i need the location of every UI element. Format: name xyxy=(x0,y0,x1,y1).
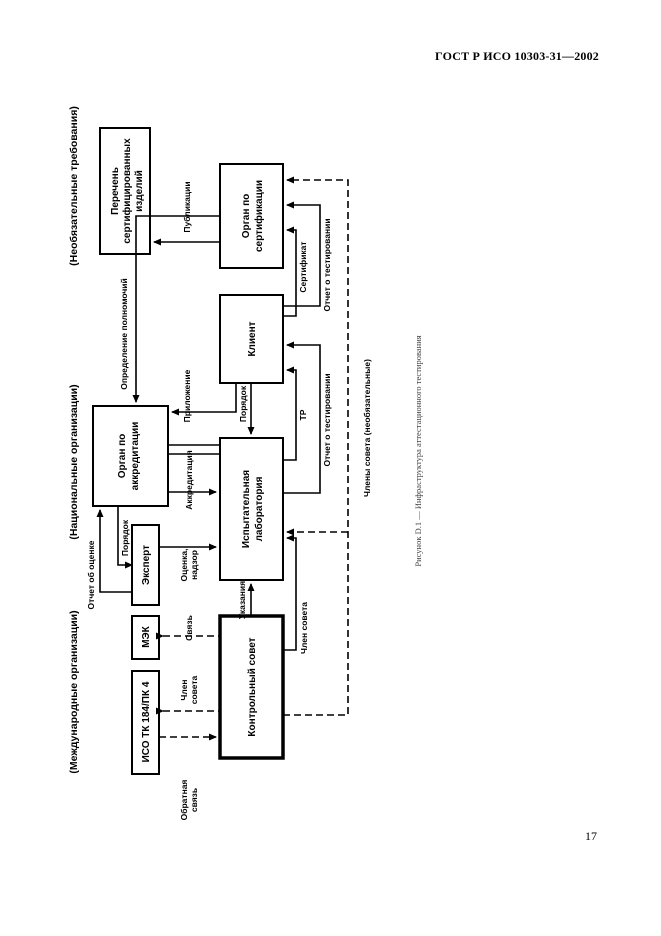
delegation-label: Определение полномочий xyxy=(119,278,129,390)
control-council-box xyxy=(218,614,285,760)
products-list-label-1: Перечень xyxy=(110,167,121,215)
test-report-1-label: Отчет о тестировании xyxy=(322,373,332,466)
council-member-arrow xyxy=(283,534,297,651)
certification-body-label-2: сертификации xyxy=(253,180,265,252)
council-members-optional-label: Члены совета (необязательные) xyxy=(362,359,372,497)
application-arrow xyxy=(171,383,237,416)
feedback-label-1: Обратная xyxy=(179,780,189,821)
certified-products-list-box xyxy=(99,127,151,255)
council-member-top-label-1: Член xyxy=(179,679,189,700)
products-list-label-3: изделий xyxy=(134,170,145,212)
test-report-client-arrow xyxy=(283,201,321,307)
application-label: Приложение xyxy=(182,369,192,422)
accreditation-body-box xyxy=(92,405,169,507)
tr-label: ТР xyxy=(298,409,308,420)
assessment-supervision-label-2: надзор xyxy=(189,550,199,580)
iec-box xyxy=(131,615,160,660)
instructions-label: Указания xyxy=(237,581,247,619)
group-international: (Международные организации) xyxy=(68,610,80,773)
certificate-label: Сертификат xyxy=(298,241,308,292)
page-number: 17 xyxy=(585,829,597,843)
accreditation-body-label-2: аккредитации xyxy=(130,422,141,491)
certificate-arrow xyxy=(283,226,297,317)
council-members-optional-line xyxy=(283,176,349,716)
test-lab-label-1: Испытательная xyxy=(241,470,252,548)
certification-body-box xyxy=(219,163,284,269)
assessment-report-loop xyxy=(96,509,132,593)
control-council-label: Контрольный совет xyxy=(247,637,258,736)
test-report-2-label: Отчет о тестировании xyxy=(322,218,332,311)
iso-tc-box xyxy=(131,670,160,775)
products-list-label-2: сертифицированных xyxy=(121,138,133,244)
order-left-label: Порядок xyxy=(120,519,130,556)
council-member-bottom-label: Член совета xyxy=(299,602,309,654)
order-expert-loop xyxy=(117,506,133,569)
client-label: Клиент xyxy=(247,321,258,356)
link-label: Связь xyxy=(184,615,194,641)
feedback-label-2: связь xyxy=(189,788,199,812)
assessment-report-label: Отчет об оценке xyxy=(86,540,96,609)
test-report-lab-arrow xyxy=(283,341,321,494)
council-member-top-label-2: совета xyxy=(189,675,199,704)
assessment-supervision-label-1: Оценка, xyxy=(179,548,189,581)
iec-label: МЭК xyxy=(141,625,152,647)
document-header: ГОСТ Р ИСО 10303-31—2002 xyxy=(435,49,599,63)
accreditation-body-label-1: Орган по xyxy=(117,434,128,479)
expert-box xyxy=(131,524,160,606)
certification-body-label-1: Орган по xyxy=(241,194,252,239)
test-lab-label-2: лаборатория xyxy=(253,476,265,541)
group-national: (Национальные организации) xyxy=(68,384,80,539)
client-box xyxy=(219,294,284,384)
iso-tc-label: ИСО ТК 184/ПК 4 xyxy=(141,681,152,762)
test-lab-box xyxy=(219,437,284,581)
group-optional: (Необязательные требования) xyxy=(68,106,80,266)
expert-label: Эксперт xyxy=(141,545,152,585)
publications-label: Публикации xyxy=(182,181,192,232)
tr-arrow xyxy=(283,366,297,461)
order-mid-label: Порядок xyxy=(238,385,248,422)
delegation-arrow xyxy=(132,215,220,403)
figure-caption: Рисунок D.1 — Инфраструктура аттестацион… xyxy=(413,335,423,566)
accreditation-label: Аккредитация xyxy=(184,450,194,510)
